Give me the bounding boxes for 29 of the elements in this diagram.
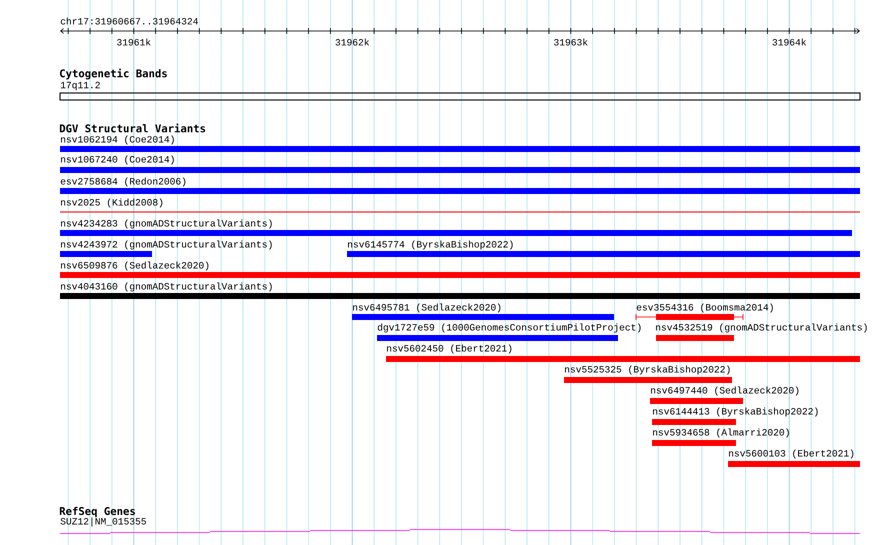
coordinate-label: chr17:31960667..31964324 <box>60 17 198 25</box>
feature-label: nsv6145774 (ByrskaBishop2022) <box>348 240 513 250</box>
feature-label: nsv4043160 (gnomADStructuralVariants) <box>61 282 272 292</box>
feature-label: nsv6495781 (Sedlazeck2020) <box>353 304 500 312</box>
feature-label: nsv5525325 (ByrskaBishop2022) <box>565 366 730 374</box>
tick-label: 31963k <box>554 38 588 46</box>
feature-label: nsv4234283 (gnomADStructuralVariants) <box>61 220 272 228</box>
feature-label: esv2758684 (Redon2006) <box>60 178 186 186</box>
feature-label: nsv6509876 (Sedlazeck2020) <box>61 262 208 270</box>
feature-label: nsv5600103 (Ebert2021) <box>729 450 854 458</box>
feature-label: nsv1067240 (Coe2014) <box>61 156 174 164</box>
feature-label: nsv5934658 (Almarri2020) <box>653 428 789 438</box>
feature-label: dgv1727e59 (1000GenomesConsortiumPilotProject) <box>378 324 641 332</box>
feature-label: nsv2025 (Kidd2008) <box>61 198 162 208</box>
feature-label: nsv5602450 (Ebert2021) <box>387 344 512 354</box>
feature-label: nsv6144413 (ByrskaBishop2022) <box>653 408 818 416</box>
feature-label: nsv1062194 (Coe2014) <box>61 136 174 144</box>
tick-label: 31961k <box>117 38 151 46</box>
feature-label: nsv6497440 (Sedlazeck2020) <box>651 386 798 396</box>
feature-label: 17q11.2 <box>60 82 100 90</box>
track-heading: DGV Structural Variants <box>60 124 206 132</box>
track-heading: RefSeq Genes <box>60 506 135 518</box>
track-heading: Cytogenetic Bands <box>60 68 167 80</box>
feature-label: nsv4243972 (gnomADStructuralVariants) <box>61 240 272 250</box>
feature-label: nsv4532519 (gnomADStructuralVariants) <box>656 324 867 332</box>
tick-label: 31962k <box>336 38 370 46</box>
feature-label: SUZ12|NM_015355 <box>60 518 146 526</box>
feature-label: esv3554316 (Boomsma2014) <box>636 304 773 312</box>
tick-label: 31964k <box>772 38 806 46</box>
